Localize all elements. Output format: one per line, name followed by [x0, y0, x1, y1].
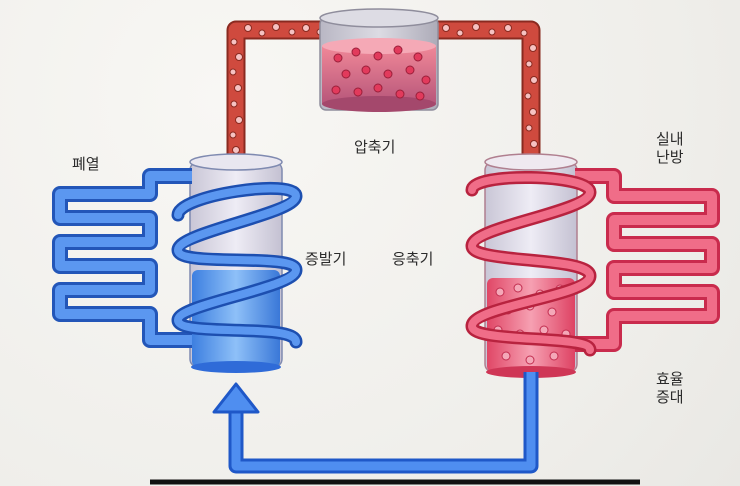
condenser-label: 응축기: [392, 250, 434, 268]
evaporator-label: 증발기: [305, 250, 347, 268]
indoor-heating-coil: [575, 168, 720, 352]
compressor: [319, 8, 439, 112]
evaporator-coil: [171, 181, 303, 349]
compressor-label: 압축기: [354, 138, 396, 156]
return-line: [212, 372, 539, 474]
efficiency-label: 효율 증대: [656, 370, 684, 406]
waste-heat-label: 폐열: [72, 155, 100, 173]
condenser-coil: [465, 170, 597, 357]
indoor-heating-label: 실내 난방: [656, 130, 684, 166]
waste-heat-coil: [52, 168, 192, 348]
hot-refrigerant-pipe: [226, 20, 541, 158]
flow-arrow-icon: [212, 382, 260, 414]
